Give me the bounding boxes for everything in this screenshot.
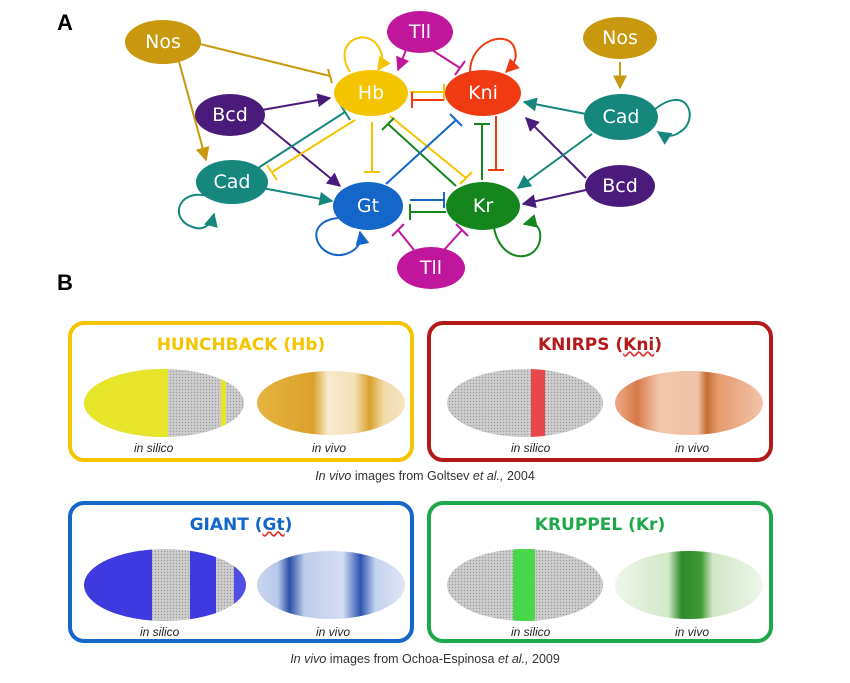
edge-cad-to-kni — [522, 97, 587, 115]
svg-text:Cad: Cad — [214, 171, 251, 193]
node-bcd-right: Bcd — [585, 165, 655, 207]
caption-hb-in-vivo: in vivo — [312, 441, 347, 455]
edge-bcd-to-kr — [521, 189, 587, 209]
edge-nos-represses-hb — [199, 43, 331, 77]
cad-right-self-loop — [653, 98, 691, 145]
cad-left-self-loop — [177, 193, 218, 230]
embryo-kni-in-silico — [447, 369, 603, 437]
svg-text:Nos: Nos — [145, 31, 181, 53]
edge-bcd-to-kni — [525, 117, 587, 179]
svg-text:Bcd: Bcd — [602, 175, 638, 197]
svg-text:Hb: Hb — [358, 82, 384, 104]
svg-text:Kni: Kni — [468, 82, 498, 104]
caption-kr-in-silico: in silico — [511, 625, 551, 639]
edge-cad-to-gt — [261, 187, 334, 206]
embryo-gt-in-silico — [84, 549, 246, 621]
edge-gt-represses-kni — [385, 119, 457, 185]
svg-text:Bcd: Bcd — [212, 104, 248, 126]
edge-hb-represses-cad — [271, 119, 356, 173]
activation-edges — [177, 49, 627, 209]
node-hb: Hb — [334, 70, 408, 116]
svg-text:Kr: Kr — [473, 195, 493, 217]
caption-kr-in-vivo: in vivo — [675, 625, 710, 639]
card-title-kruppel: KRUPPEL (Kr) — [534, 515, 666, 535]
card-kruppel: KRUPPEL (Kr) in silico in vivo — [427, 501, 773, 643]
caption-kni-in-vivo: in vivo — [675, 441, 710, 455]
caption-hb-in-silico: in silico — [134, 441, 174, 455]
node-cad-right: Cad — [584, 94, 658, 140]
card-hunchback: HUNCHBACK (Hb) — [68, 321, 414, 462]
embryo-gt-in-vivo — [257, 551, 405, 619]
node-cad-left: Cad — [196, 160, 268, 204]
credit-goltsev: In vivo images from Goltsev et al., 2004 — [315, 469, 535, 483]
gene-network-diagram: Nos Tll Nos Hb Kni Bcd Cad Cad — [125, 11, 691, 289]
panel-label-b: B — [57, 270, 73, 295]
gt-self-loop — [315, 217, 370, 257]
embryo-kni-in-vivo — [615, 371, 763, 435]
embryo-kr-in-vivo — [615, 551, 763, 619]
repression-edges — [199, 43, 504, 251]
card-knirps: KNIRPS (Kni) in silico in vivo — [427, 321, 773, 462]
svg-text:Cad: Cad — [603, 106, 640, 128]
node-bcd-left: Bcd — [195, 94, 265, 136]
hb-self-loop — [343, 36, 391, 73]
edge-tll-represses-kr — [443, 229, 463, 251]
caption-gt-in-vivo: in vivo — [316, 625, 351, 639]
edge-bcd-to-hb — [261, 93, 332, 111]
node-tll-bottom: Tll — [397, 247, 465, 289]
edge-cad-represses-hb — [254, 111, 346, 171]
edge-nos-to-cad — [177, 57, 210, 162]
self-loops — [177, 36, 691, 258]
card-giant: GIANT (Gt) — [68, 501, 414, 643]
kr-self-loop — [493, 214, 542, 258]
svg-text:Nos: Nos — [602, 27, 638, 49]
svg-text:Tll: Tll — [408, 21, 431, 43]
embryo-hb-in-vivo — [257, 371, 405, 435]
edge-tll-represses-kni — [431, 49, 461, 69]
node-kni: Kni — [445, 70, 521, 116]
svg-text:Gt: Gt — [357, 195, 379, 217]
credit-ochoa-espinosa: In vivo images from Ochoa-Espinosa et al… — [290, 652, 560, 666]
edge-kr-represses-hb — [387, 123, 457, 187]
caption-gt-in-silico: in silico — [140, 625, 180, 639]
kni-self-loop — [469, 38, 520, 73]
embryo-hb-in-silico — [84, 369, 244, 437]
node-nos-left: Nos — [125, 20, 201, 64]
card-title-giant: GIANT (Gt) — [189, 515, 293, 535]
edge-tll-to-hb — [396, 49, 410, 72]
svg-text:Tll: Tll — [419, 257, 442, 279]
node-nos-right: Nos — [583, 17, 657, 59]
card-title-hunchback: HUNCHBACK (Hb) — [156, 335, 326, 355]
caption-kni-in-silico: in silico — [511, 441, 551, 455]
panel-label-a: A — [57, 10, 73, 35]
node-gt: Gt — [333, 182, 403, 230]
node-kr: Kr — [446, 182, 520, 230]
edge-cad-to-kr — [516, 133, 593, 189]
card-title-knirps: KNIRPS (Kni) — [537, 335, 663, 355]
edge-tll-represses-gt — [397, 229, 415, 251]
edge-hb-represses-kr — [389, 115, 467, 179]
embryo-kr-in-silico — [447, 549, 603, 621]
node-tll-top: Tll — [387, 11, 453, 53]
